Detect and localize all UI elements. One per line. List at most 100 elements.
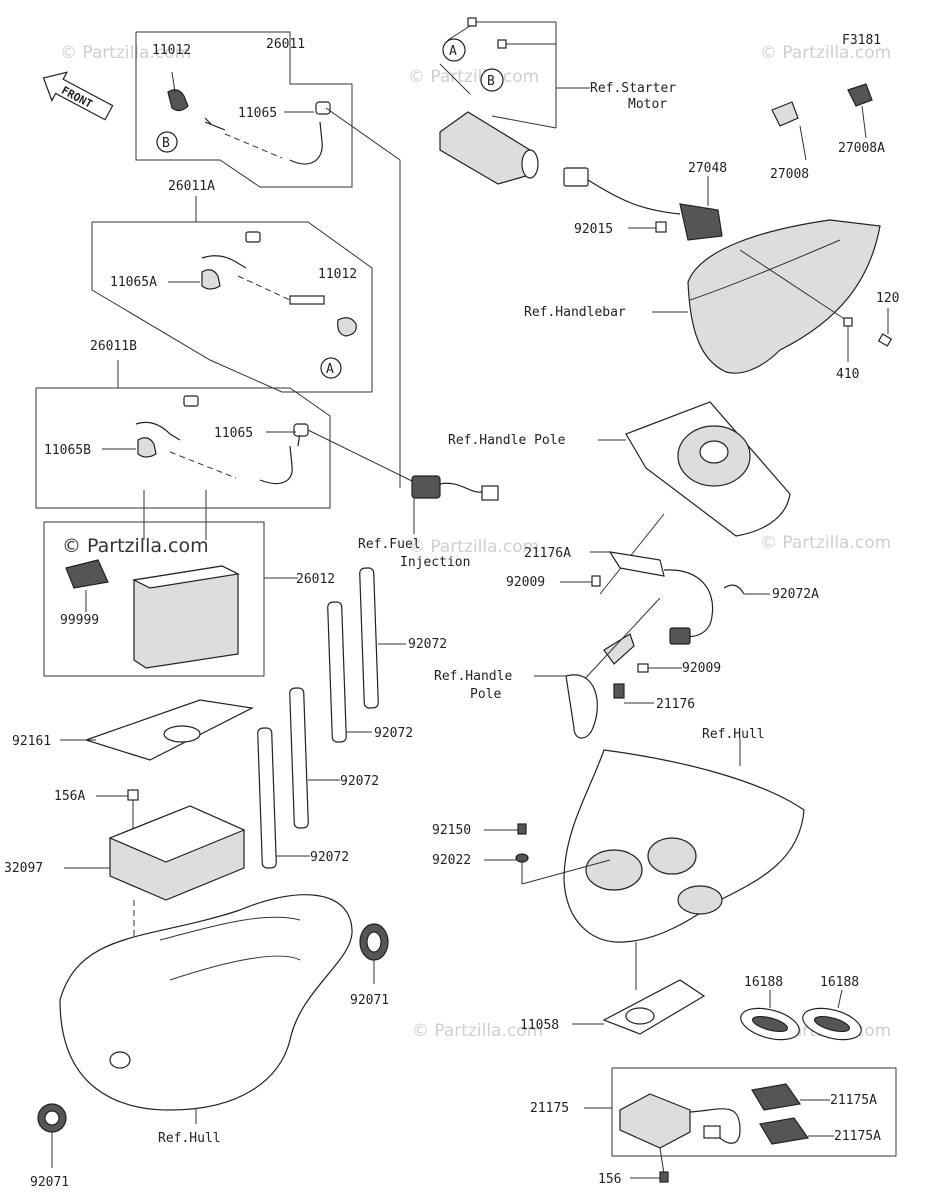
- ref-hull-right: Ref.Hull: [702, 727, 765, 742]
- key-fob-icon: [751, 1083, 802, 1111]
- hull-left-icon: [59, 894, 353, 1111]
- front-arrow: FRONT: [42, 71, 114, 121]
- part-92071-a: 92071: [350, 993, 389, 1008]
- part-16188-a: 16188: [744, 975, 783, 990]
- strap-icon: [257, 727, 277, 869]
- part-92072-d: 92072: [310, 850, 349, 865]
- part-11012-mid: 11012: [318, 267, 357, 282]
- connector-icon: [703, 1125, 721, 1139]
- starter-motor-group: [439, 17, 590, 185]
- nut-icon: [497, 39, 507, 49]
- handlebar-housing-icon: [687, 219, 881, 374]
- connector-icon: [563, 167, 589, 187]
- part-21175A-a: 21175A: [830, 1093, 877, 1108]
- ref-hull-left: Ref.Hull: [158, 1131, 221, 1146]
- part-11058: 11058: [520, 1018, 559, 1033]
- watermark-text: © Partzilla.com: [62, 535, 209, 557]
- callout-a-top-label: A: [449, 44, 457, 59]
- part-92022: 92022: [432, 853, 471, 868]
- part-156A: 156A: [54, 789, 85, 804]
- part-11065: 11065: [238, 106, 277, 121]
- part-26011A: 26011A: [168, 179, 215, 194]
- watermark-text: © Partzilla.com: [412, 1021, 543, 1041]
- part-92072-b: 92072: [374, 726, 413, 741]
- starter-motor-icon: [439, 111, 531, 185]
- part-92071-b: 92071: [30, 1175, 69, 1190]
- bolt-icon: [877, 333, 893, 347]
- part-92072A: 92072A: [772, 587, 819, 602]
- part-27048: 27048: [688, 161, 727, 176]
- cable-kit-26011A: [91, 196, 373, 393]
- terminal-boot-icon: [137, 437, 157, 458]
- terminal-boot-icon: [293, 423, 309, 437]
- cable-segment-icon: [289, 295, 325, 305]
- part-21176: 21176: [656, 697, 695, 712]
- ref-handlebar: Ref.Handlebar: [524, 305, 626, 320]
- bracket-21176A-icon: [608, 551, 665, 577]
- part-92150: 92150: [432, 823, 471, 838]
- bolt-icon: [637, 663, 649, 673]
- bolt-156-icon: [659, 1171, 669, 1183]
- terminal-boot-icon: [201, 269, 221, 290]
- ref-fuel-2: Injection: [400, 555, 470, 570]
- terminal-cap-icon: [167, 89, 189, 112]
- cable-kit-26011: [135, 31, 353, 188]
- cable-kit-26011B: [35, 360, 331, 509]
- part-26011: 26011: [266, 37, 305, 52]
- ref-handle-pole-1: Ref.Handle: [434, 669, 512, 684]
- watermark-text: © Partzilla.com: [408, 537, 539, 557]
- part-11012: 11012: [152, 43, 191, 58]
- strap-icon: [359, 567, 379, 709]
- callout-b-top-label: B: [487, 74, 495, 89]
- watermark-text: © Partzilla.com: [60, 43, 191, 63]
- part-26012: 26012: [296, 572, 335, 587]
- ref-starter-2: Motor: [628, 97, 667, 112]
- bolt-icon: [591, 575, 601, 587]
- part-11065-mid: 11065: [214, 426, 253, 441]
- strap-icon: [327, 601, 347, 743]
- part-21175A-b: 21175A: [834, 1129, 881, 1144]
- part-27008A: 27008A: [838, 141, 885, 156]
- part-99999: 99999: [60, 613, 99, 628]
- part-92015: 92015: [574, 222, 613, 237]
- part-16188-b: 16188: [820, 975, 859, 990]
- part-92161: 92161: [12, 734, 51, 749]
- clamp-92072A-icon: [723, 584, 745, 595]
- part-11065A: 11065A: [110, 275, 157, 290]
- washer-92022-icon: [515, 853, 529, 863]
- part-92072-a: 92072: [408, 637, 447, 652]
- part-156: 156: [598, 1172, 621, 1187]
- callout-b-top: [480, 68, 504, 92]
- ref-handle-pole-top: Ref.Handle Pole: [448, 433, 566, 448]
- part-120: 120: [876, 291, 899, 306]
- part-11065B: 11065B: [44, 443, 91, 458]
- cable-end-icon: [204, 117, 226, 131]
- callout-b-label: B: [162, 136, 170, 151]
- part-26011B: 26011B: [90, 339, 137, 354]
- watermark-text: © Partzilla.com: [408, 67, 539, 87]
- switch-27008-icon: [771, 101, 799, 127]
- sensor-icon: [603, 633, 635, 665]
- washer-icon: [843, 317, 853, 327]
- controller-icon: [619, 1093, 691, 1149]
- battery-group-26012: [43, 490, 298, 677]
- part-410: 410: [836, 367, 859, 382]
- ref-starter-1: Ref.Starter: [590, 81, 676, 96]
- switch-27008A-icon: [847, 83, 873, 107]
- terminal-cap-icon: [337, 317, 357, 337]
- connector-icon: [183, 395, 199, 407]
- callout-a: [320, 357, 342, 379]
- part-21176A: 21176A: [524, 546, 571, 561]
- strap-icon: [289, 687, 309, 829]
- magnet-holder-icon: [565, 674, 598, 739]
- straps-92072: [257, 567, 406, 869]
- callout-b: [156, 131, 178, 153]
- fuel-injection-connector-icon: [411, 475, 441, 499]
- watermark-text: © Partzilla.com: [760, 43, 891, 63]
- front-arrow-icon: [42, 71, 114, 121]
- bolt-92150-icon: [517, 823, 527, 835]
- ref-handle-pole-2: Pole: [470, 687, 501, 702]
- bracket-21176-icon: [613, 683, 625, 699]
- part-92009-b: 92009: [682, 661, 721, 676]
